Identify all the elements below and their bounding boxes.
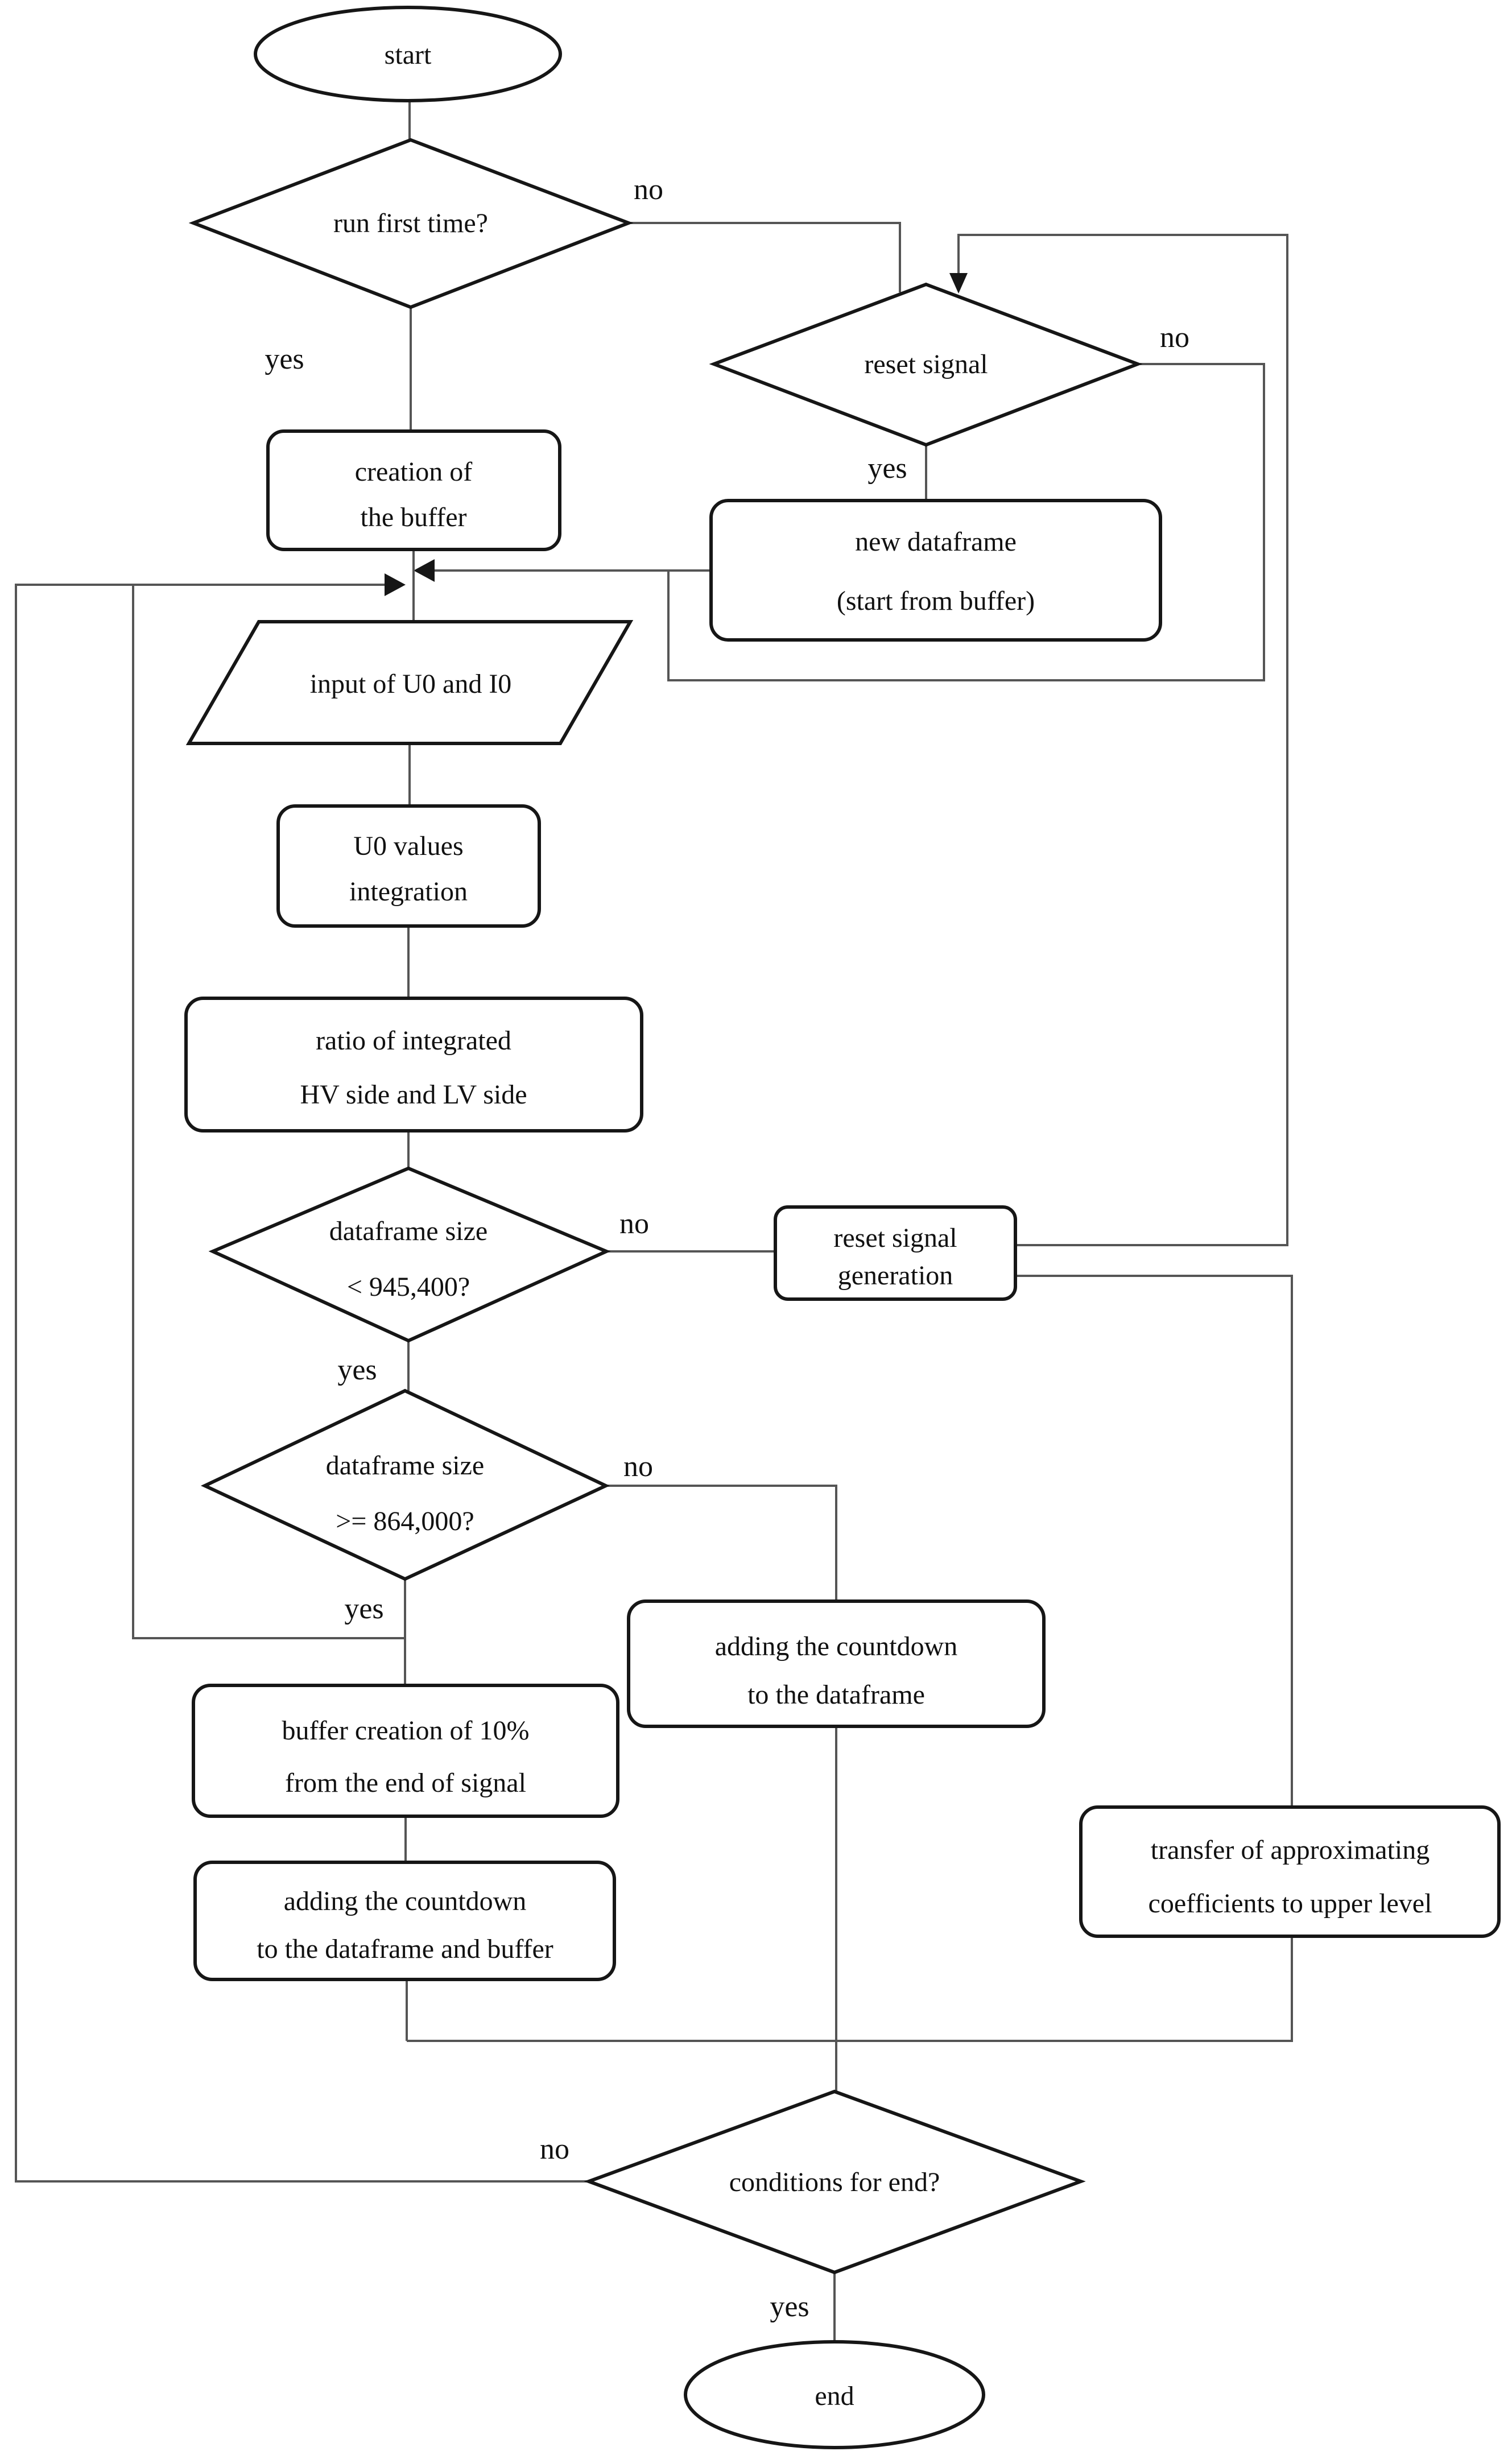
edge-transfer-to-junction [407, 1936, 1293, 2042]
node-reset-signal-generation [774, 1205, 1017, 1301]
node-dataframe-ge-line1: dataframe size [326, 1450, 484, 1481]
node-reset-signal [709, 282, 1143, 447]
label-reset-no: no [1160, 321, 1189, 354]
label-cond-yes: yes [770, 2291, 809, 2323]
node-conditions-end [584, 2089, 1086, 2275]
node-adding-countdown-dataframe-line1: adding the countdown [715, 1631, 958, 1661]
node-ratio-integrated-line1: ratio of integrated [316, 1026, 511, 1056]
label-reset-yes: yes [867, 452, 907, 485]
label-lt-yes: yes [337, 1354, 377, 1386]
arrowhead-merge-left [414, 559, 435, 582]
node-adding-countdown-buffer-line1: adding the countdown [284, 1886, 527, 1916]
node-end-label: end [815, 2381, 854, 2411]
node-dataframe-ge-line2: >= 864,000? [336, 1506, 474, 1536]
node-ratio-integrated [184, 997, 643, 1132]
node-transfer-coefficients [1079, 1805, 1501, 1938]
node-reset-signal-generation-line2: generation [838, 1260, 953, 1291]
node-buffer-creation-10-line1: buffer creation of 10% [282, 1716, 530, 1746]
label-cond-no: no [540, 2133, 569, 2165]
node-run-first-time-label: run first time? [333, 208, 488, 238]
node-end [684, 2340, 985, 2449]
node-run-first-time [188, 138, 634, 309]
edge-resetgen-feedback-up [957, 234, 1288, 1246]
node-new-dataframe [709, 499, 1162, 642]
node-adding-countdown-buffer [193, 1861, 616, 1981]
edge-inner-loop [132, 585, 404, 1639]
node-input-u0-i0-label: input of U0 and I0 [310, 669, 512, 699]
node-dataframe-lt-line2: < 945,400? [347, 1272, 470, 1302]
node-transfer-coefficients-line1: transfer of approximating [1151, 1835, 1430, 1865]
node-reset-signal-label: reset signal [864, 349, 988, 379]
node-adding-countdown-dataframe-line2: to the dataframe [747, 1680, 925, 1710]
node-new-dataframe-line1: new dataframe [855, 527, 1017, 557]
node-input-u0-i0 [185, 620, 634, 745]
node-buffer-creation-10 [192, 1684, 619, 1818]
node-creation-buffer [266, 429, 561, 551]
node-u0-integration [276, 804, 541, 928]
label-runfirst-no: no [634, 173, 663, 206]
edge-resetgen-to-transfer [1015, 1275, 1293, 1807]
node-reset-signal-generation-line1: reset signal [833, 1223, 957, 1253]
node-ratio-integrated-line2: HV side and LV side [300, 1080, 527, 1110]
edge-ge-no [606, 1485, 837, 1601]
node-dataframe-lt [208, 1166, 611, 1343]
node-new-dataframe-line2: (start from buffer) [837, 586, 1035, 616]
label-runfirst-yes: yes [265, 343, 304, 375]
node-dataframe-lt-line1: dataframe size [329, 1216, 488, 1246]
node-adding-countdown-buffer-line2: to the dataframe and buffer [257, 1934, 553, 1964]
edge-conditions-no-loop [15, 584, 589, 2183]
node-transfer-coefficients-line2: coefficients to upper level [1149, 1888, 1432, 1919]
node-buffer-creation-10-line2: from the end of signal [285, 1768, 526, 1798]
node-u0-integration-line2: integration [349, 877, 468, 907]
node-creation-buffer-line2: the buffer [360, 502, 466, 532]
arrowhead-merge-right [385, 573, 406, 596]
edge-reset-no-loop [667, 363, 1265, 681]
label-ge-no: no [623, 1450, 653, 1483]
label-lt-no: no [619, 1208, 649, 1240]
node-u0-integration-line1: U0 values [353, 831, 463, 861]
label-ge-yes: yes [344, 1593, 383, 1625]
node-start-label: start [385, 40, 432, 70]
arrowhead-into-reset-signal [949, 273, 968, 294]
node-start [254, 6, 562, 102]
node-conditions-end-label: conditions for end? [729, 2167, 940, 2197]
node-creation-buffer-line1: creation of [355, 457, 473, 487]
edge-runfirst-no [629, 222, 901, 292]
node-adding-countdown-dataframe [627, 1599, 1046, 1728]
node-dataframe-ge [200, 1388, 610, 1581]
